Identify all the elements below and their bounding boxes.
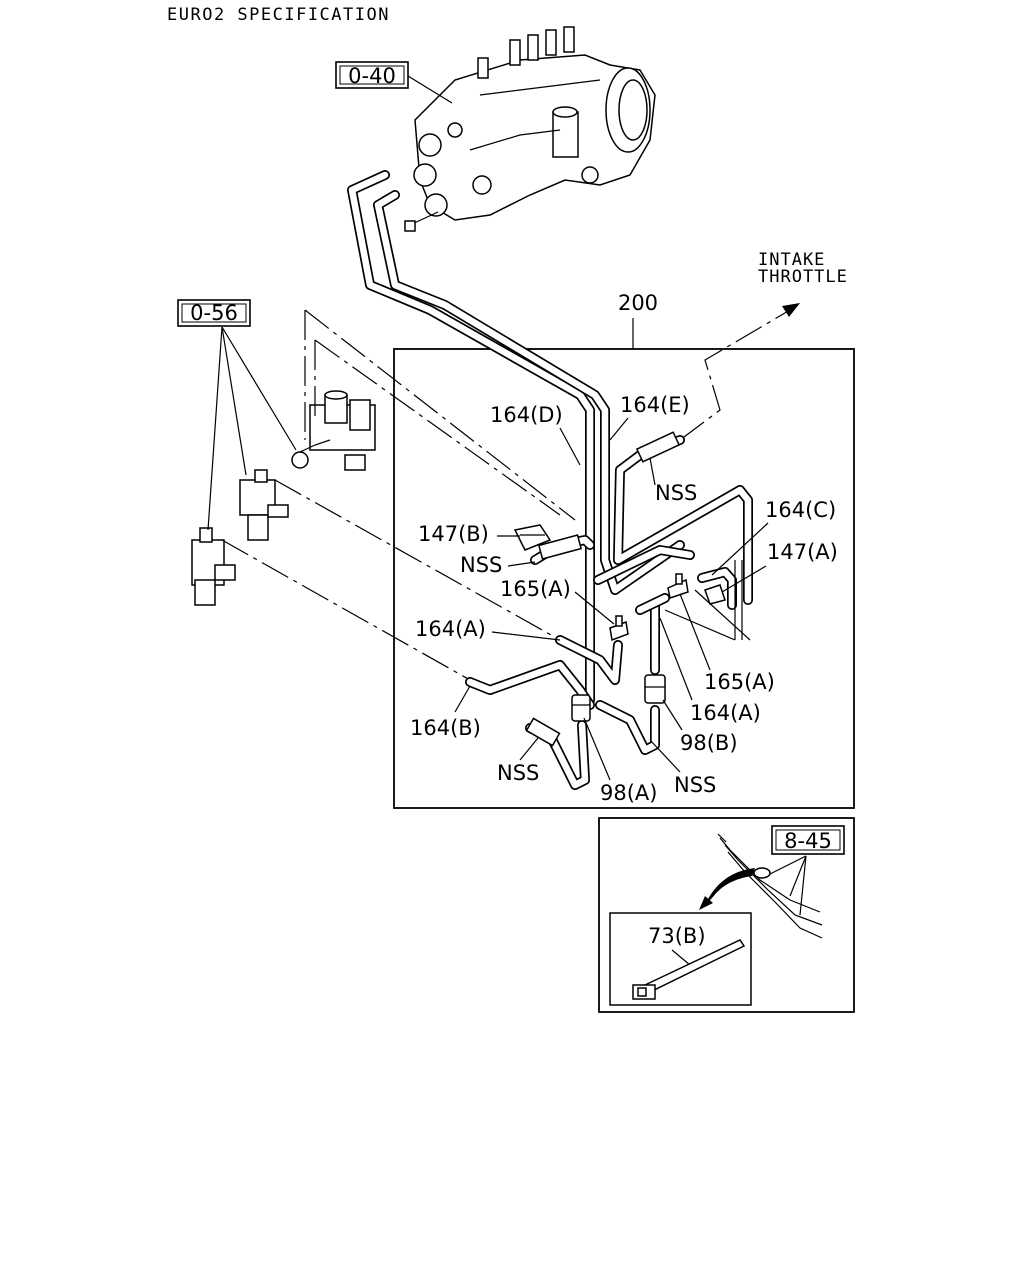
ref-box-8-45[interactable]: 8-45 (771, 825, 845, 855)
callout-165a-2: 165(A) (704, 670, 775, 694)
cable-tie-73b (632, 939, 746, 1000)
injection-pump (404, 26, 656, 232)
spec-title: EURO2 SPECIFICATION (167, 5, 390, 25)
hose-164c-stub (697, 567, 737, 610)
ref-box-0-40[interactable]: 0-40 (335, 61, 409, 89)
tie-detail-frame (609, 912, 752, 1006)
vsv-valve-1 (291, 390, 376, 471)
ref-box-0-56[interactable]: 0-56 (177, 299, 251, 327)
vsv-valve-2 (239, 469, 289, 541)
callout-147b: 147(B) (418, 522, 489, 546)
callout-nss-1: NSS (655, 481, 697, 505)
callout-165a-1: 165(A) (500, 577, 571, 601)
vsv-valve-3 (191, 527, 236, 606)
callout-164b: 164(B) (410, 716, 481, 740)
wire-harness (717, 833, 823, 939)
hose-164d (347, 170, 595, 705)
callout-98a: 98(A) (600, 781, 657, 805)
hose-164a-short (635, 593, 670, 615)
ref-label-0-56: 0-56 (190, 301, 238, 325)
group-label-200: 200 (618, 291, 658, 315)
hose-165a-upper (593, 545, 695, 585)
detail-frame (598, 817, 855, 1013)
group-frame-200 (393, 348, 855, 809)
callout-164d: 164(D) (490, 403, 563, 427)
filter-98a (571, 694, 591, 722)
hose-164e (373, 190, 685, 595)
tee-joint-165a-1 (667, 573, 689, 599)
callout-98b: 98(B) (680, 731, 738, 755)
callout-73b: 73(B) (648, 924, 706, 948)
detail-arrow (705, 868, 755, 905)
intake-throttle-line1: INTAKE (758, 250, 825, 270)
callout-164c: 164(C) (765, 498, 836, 522)
callout-164a-2: 164(A) (690, 701, 761, 725)
hose-164a-left (555, 635, 623, 685)
clip-147a (704, 584, 726, 605)
intake-throttle-line2: THROTTLE (758, 267, 848, 287)
callout-nss-3: NSS (497, 761, 539, 785)
callout-164e: 164(E) (620, 393, 690, 417)
callout-nss-4: NSS (674, 773, 716, 797)
clip-147b (513, 524, 552, 551)
callout-nss-2: NSS (460, 553, 502, 577)
callout-164a-1: 164(A) (415, 617, 486, 641)
hose-nss-lower-right (595, 700, 660, 755)
ref-label-0-40: 0-40 (348, 64, 396, 88)
ref-label-8-45: 8-45 (784, 829, 832, 853)
callout-147a: 147(A) (767, 540, 838, 564)
tee-joint-165a-2 (609, 615, 629, 642)
filter-98b (644, 674, 666, 704)
intake-throttle-arrow (782, 303, 800, 317)
